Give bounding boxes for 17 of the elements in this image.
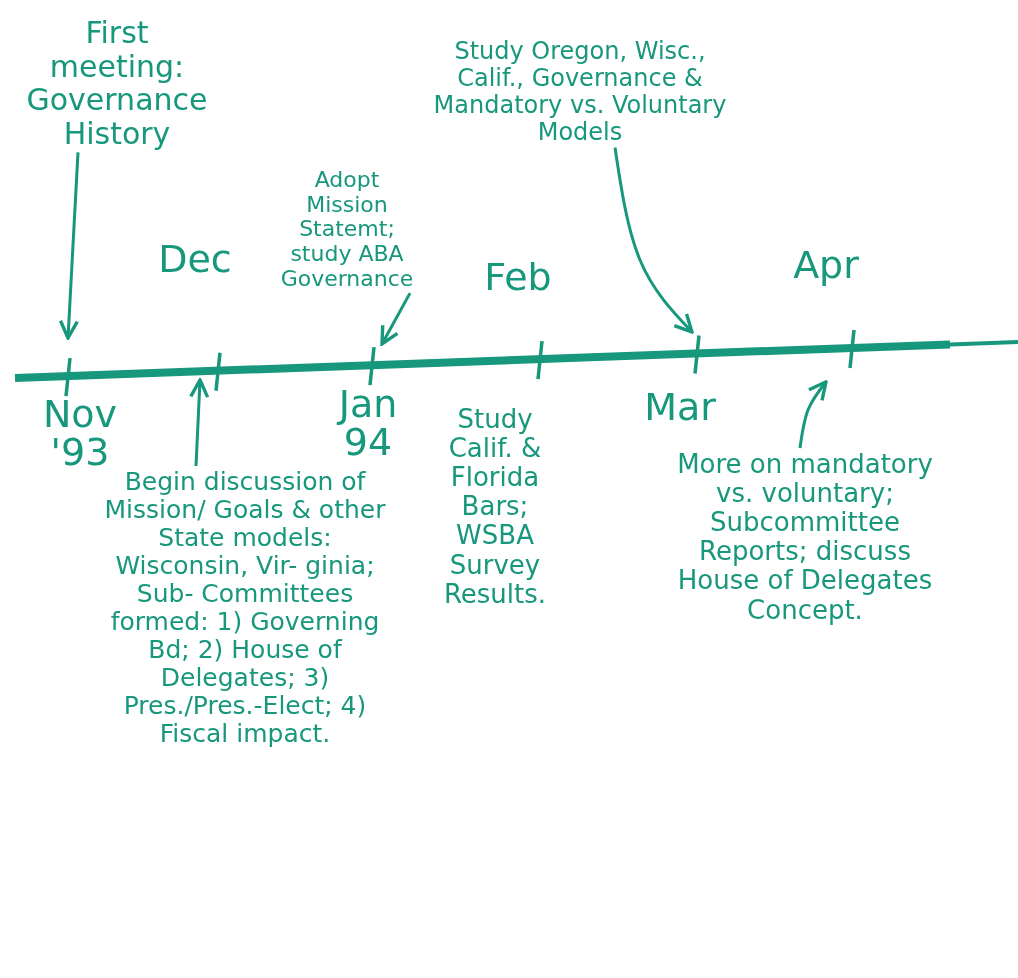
month-label: Apr	[792, 246, 860, 284]
arrow	[58, 152, 80, 340]
month-label: Feb	[483, 258, 553, 296]
arrow	[613, 147, 694, 334]
event-note: Study Calif. & Florida Bars; WSBA Survey Results.	[442, 405, 548, 609]
event-note: More on mandatory vs. voluntary; Subcommittee Reports; discuss House of Delegates Concept.	[676, 450, 934, 625]
month-label: Jan 94	[335, 385, 399, 461]
month-label: Mar	[643, 388, 717, 426]
event-note: Adopt Mission Statemt; study ABA Governance	[279, 168, 415, 292]
arrow	[798, 380, 828, 449]
event-note: Begin discussion of Mission/ Goals & other State models: Wisconsin, Vir- ginia; Sub- Committees formed: 1) Governing Bd; 2) House of Delegates; 3) Pres./Pres.-Elect; 4) Fiscal impact.	[103, 468, 387, 748]
arrow	[380, 292, 412, 346]
arrow	[189, 378, 210, 467]
month-label: Dec	[157, 240, 233, 278]
month-label: Nov '93	[41, 395, 119, 471]
event-note: First meeting: Governance History	[25, 16, 209, 151]
event-note: Study Oregon, Wisc., Calif., Governance & Mandatory vs. Voluntary Models	[432, 38, 728, 146]
